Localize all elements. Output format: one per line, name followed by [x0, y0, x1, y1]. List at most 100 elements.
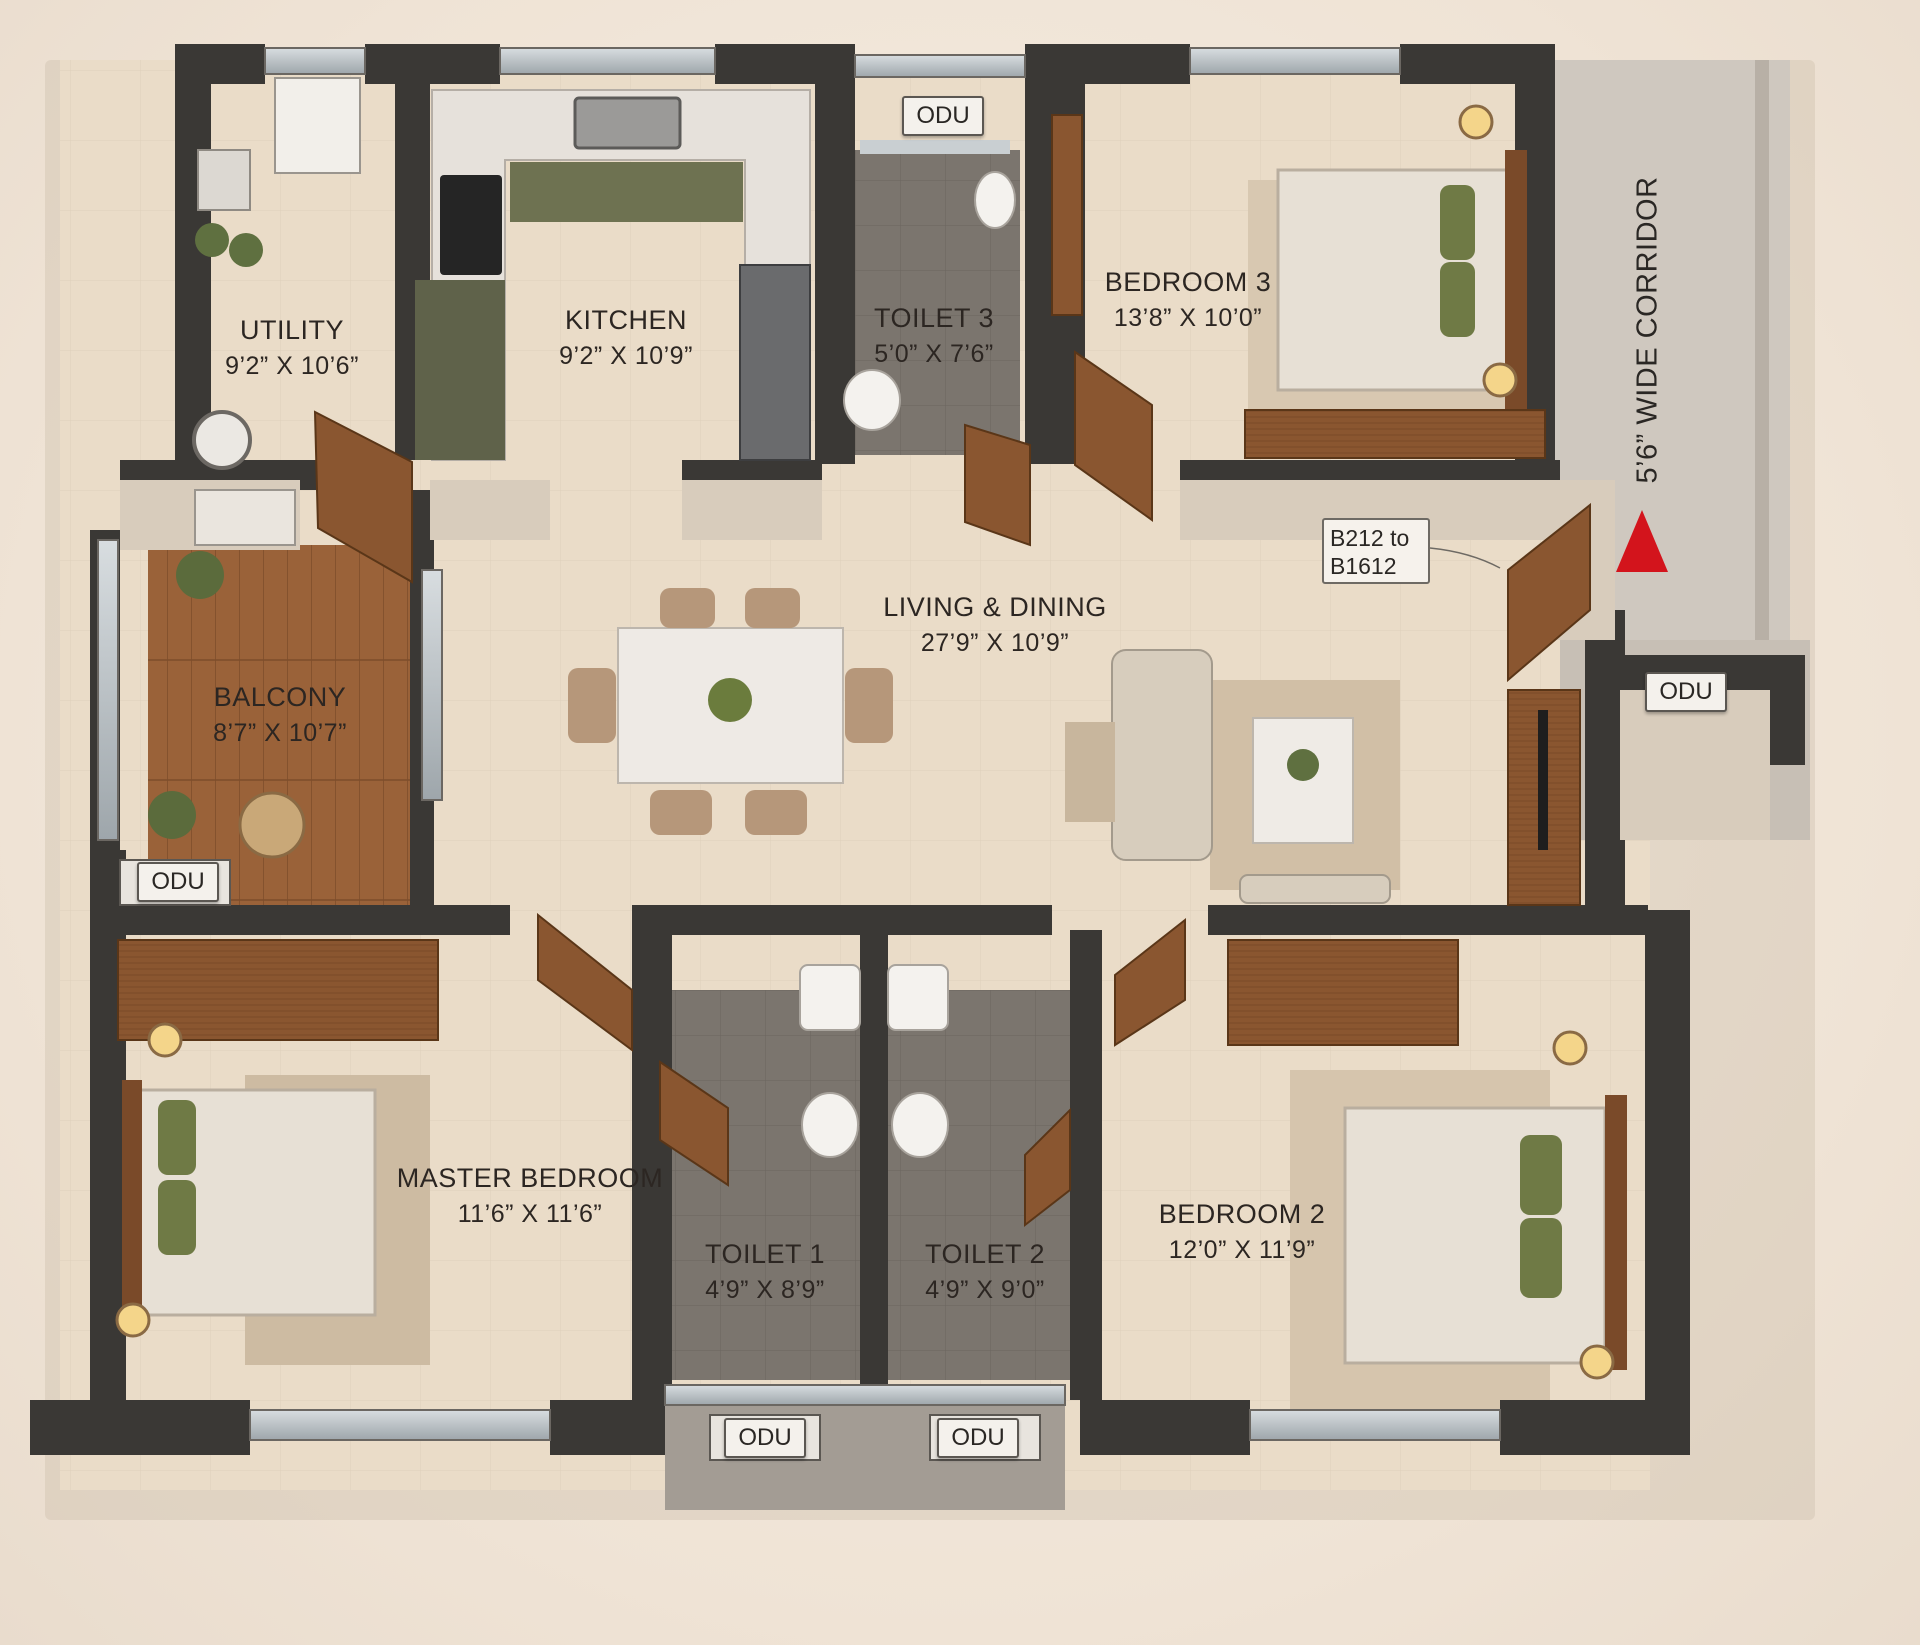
room-label-toilet3: TOILET 3 5’0” X 7’6”	[874, 302, 994, 370]
kitchen-cabinets	[510, 162, 743, 222]
pillow-icon	[1440, 185, 1475, 260]
odu-tag-balcony: ODU	[137, 862, 219, 902]
door-icon	[1114, 917, 1186, 1047]
room-dimension: 9’2” X 10’9”	[559, 342, 693, 370]
room-dimension: 13’8” X 10’0”	[1113, 304, 1263, 332]
bed-headboard	[1505, 150, 1527, 410]
room-label-bedroom2: BEDROOM 2 12’0” X 11’9”	[1159, 1198, 1326, 1266]
room-label-living: LIVING & DINING 27’9” X 10’9”	[883, 591, 1107, 659]
plant-icon	[148, 791, 196, 839]
room-label-toilet1: TOILET 1 4’9” X 8’9”	[705, 1238, 825, 1306]
wardrobe-icon	[1244, 409, 1546, 459]
pillow-icon	[1520, 1218, 1562, 1298]
door-icon	[313, 410, 413, 584]
room-name: BEDROOM 2	[1158, 1199, 1326, 1229]
washbasin-icon	[799, 964, 861, 1031]
pillow-icon	[1440, 262, 1475, 337]
room-name: TOILET 1	[704, 1239, 826, 1269]
room-name: UTILITY	[239, 315, 345, 345]
unit-range-line2: B1612	[1330, 553, 1397, 579]
sofa-icon	[1111, 649, 1213, 861]
shower-glass-t3	[860, 140, 1010, 154]
door-icon	[1074, 350, 1153, 522]
door-icon	[964, 423, 1031, 547]
doors	[313, 350, 1591, 1228]
washbasin-icon	[843, 369, 901, 431]
plant-icon	[229, 233, 263, 267]
windows	[97, 47, 1501, 1441]
room-dimension: 27’9” X 10’9”	[920, 629, 1070, 657]
room-label-bedroom3: BEDROOM 3 13’8” X 10’0”	[1105, 266, 1272, 334]
fridge-icon	[739, 264, 811, 461]
room-dimension: 4’9” X 9’0”	[925, 1276, 1045, 1304]
room-dimension: 11’6” X 11’6”	[457, 1200, 603, 1228]
utility-cabinet	[274, 77, 361, 174]
washing-machine-icon	[192, 410, 252, 470]
lamp-icon	[147, 1022, 183, 1058]
wc-icon	[974, 171, 1016, 229]
lamp-icon	[1552, 1030, 1588, 1066]
unit-tag-leader	[1429, 547, 1501, 569]
room-name: BALCONY	[213, 682, 347, 712]
room-dimension: 4’9” X 8’9”	[705, 1276, 825, 1304]
room-name: TOILET 2	[924, 1239, 1046, 1269]
odu-tag-corridor: ODU	[1645, 672, 1727, 712]
wardrobe-icon	[1227, 939, 1459, 1046]
room-label-kitchen: KITCHEN 9’2” X 10’9”	[559, 304, 693, 372]
lamp-icon	[1579, 1344, 1615, 1380]
door-icon	[1024, 1107, 1071, 1228]
tv-icon	[1051, 114, 1083, 316]
door-icon	[537, 912, 633, 1052]
wc-icon	[891, 1092, 949, 1158]
odu-tag-toilet1: ODU	[724, 1418, 806, 1458]
room-name: BEDROOM 3	[1104, 267, 1272, 297]
wardrobe-icon	[117, 939, 439, 1041]
sofa-icon	[1239, 874, 1391, 904]
bed-headboard	[122, 1080, 142, 1325]
lamp-icon	[115, 1302, 151, 1338]
walls	[30, 44, 1805, 1455]
washbasin-icon	[887, 964, 949, 1031]
room-name: MASTER BEDROOM	[396, 1163, 664, 1193]
corridor-rail	[1755, 60, 1769, 640]
room-dimension: 12’0” X 11’9”	[1168, 1236, 1316, 1264]
stove-icon	[440, 175, 502, 275]
plant-icon	[176, 551, 224, 599]
bed-headboard	[1605, 1095, 1627, 1370]
room-label-master: MASTER BEDROOM 11’6” X 11’6”	[397, 1162, 664, 1230]
room-label-toilet2: TOILET 2 4’9” X 9’0”	[925, 1238, 1045, 1306]
side-table	[1065, 722, 1115, 822]
room-label-balcony: BALCONY 8’7” X 10’7”	[213, 681, 347, 749]
sink-icon	[573, 96, 682, 150]
odu-tag-toilet3: ODU	[902, 96, 984, 136]
dining-chairs	[568, 588, 893, 835]
room-dimension: 5’0” X 7’6”	[874, 340, 994, 368]
plant-icon	[195, 223, 229, 257]
kitchen-base	[415, 280, 505, 460]
room-name: KITCHEN	[564, 305, 688, 335]
pillow-icon	[158, 1100, 196, 1175]
utility-box	[194, 489, 296, 546]
room-dimension: 8’7” X 10’7”	[213, 719, 347, 747]
unit-range-line1: B212 to	[1330, 525, 1410, 551]
room-name: LIVING & DINING	[883, 592, 1107, 622]
bed-icon	[1343, 1106, 1607, 1365]
room-dimension: 9’2” X 10’6”	[225, 352, 359, 380]
arrow-icon	[1616, 510, 1668, 572]
pillow-icon	[1520, 1135, 1562, 1215]
door-icon	[1507, 502, 1591, 683]
plant-icon	[1287, 749, 1319, 781]
toilet1-floor	[670, 990, 860, 1380]
corridor-label: 5’6” WIDE CORRIDOR	[1631, 176, 1664, 484]
lamp-icon	[1458, 104, 1494, 140]
room-label-utility: UTILITY 9’2” X 10’6”	[225, 314, 359, 382]
unit-range-tag: B212 to B1612	[1322, 518, 1430, 584]
centerpiece	[708, 678, 752, 722]
lamp-icon	[1482, 362, 1518, 398]
utility-sink	[197, 149, 251, 211]
wc-icon	[801, 1092, 859, 1158]
door-icon	[659, 1060, 729, 1187]
tv-icon	[1538, 710, 1548, 850]
room-name: TOILET 3	[873, 303, 995, 333]
